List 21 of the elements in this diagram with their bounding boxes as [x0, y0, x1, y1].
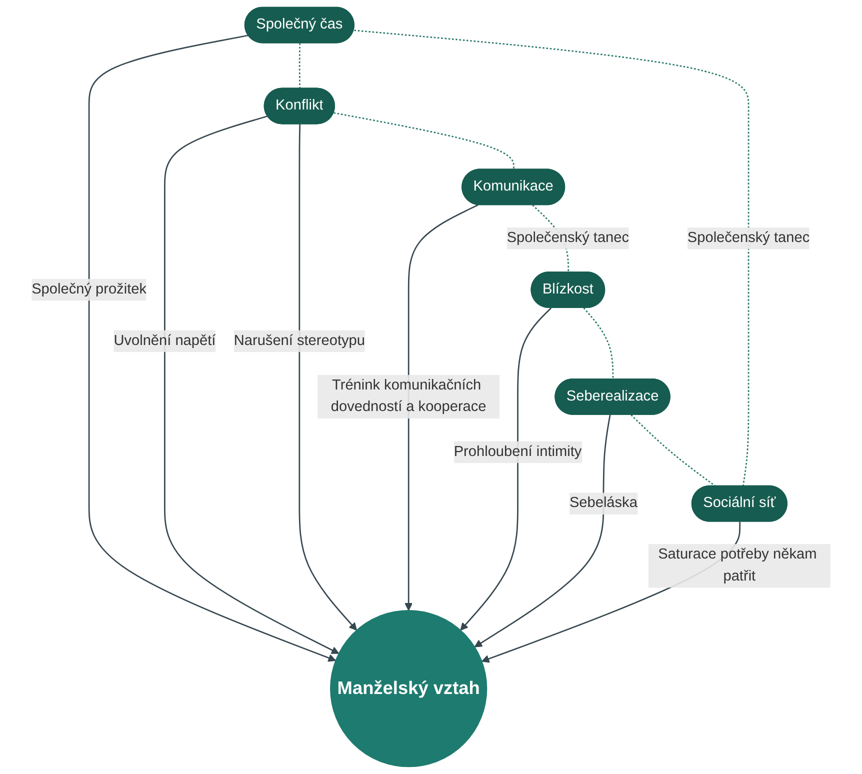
arrow — [404, 204, 478, 611]
arrow — [460, 307, 552, 631]
arrow — [88, 34, 336, 662]
connector — [354, 30, 750, 486]
edge-label: Uvolnění napětí — [114, 332, 216, 348]
connector — [630, 414, 716, 487]
edge-label: Narušení stereotypu — [234, 332, 365, 348]
connector — [298, 43, 301, 89]
arrow — [474, 414, 611, 648]
edge-label: Společný prožitek — [32, 282, 146, 298]
edge-label: Trénink komunikačních dovedností a kooperace — [330, 378, 486, 415]
arrow — [164, 115, 340, 654]
edge-label: Saturace potřeby někam patřit — [658, 546, 817, 584]
connector — [583, 308, 614, 380]
edge-label: Prohloubení intimity — [454, 444, 582, 460]
edge-label: Sebeláska — [569, 495, 638, 511]
connector — [334, 112, 514, 170]
edge-label: Společenský tanec — [506, 230, 630, 246]
node-circle: Manželský vztah — [330, 610, 488, 768]
arrow — [298, 124, 358, 631]
edge-label: Společenský tanec — [687, 230, 810, 246]
